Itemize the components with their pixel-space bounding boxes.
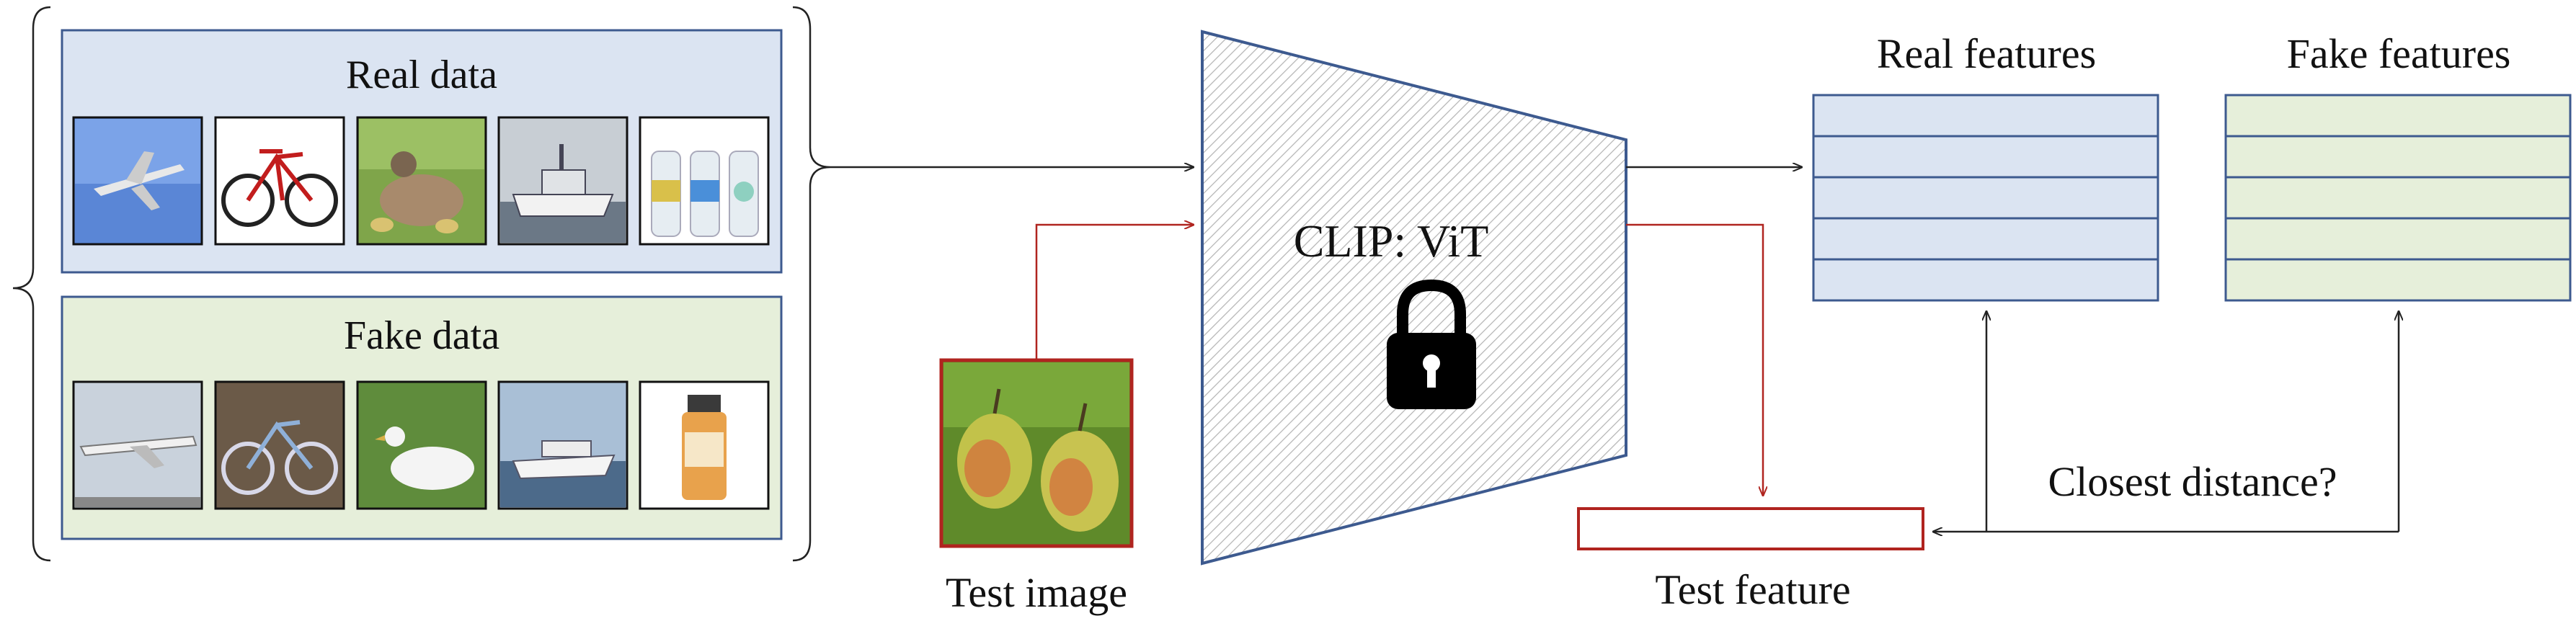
test-image bbox=[939, 358, 1134, 548]
fake-image-yacht bbox=[497, 380, 629, 510]
real-data-title: Real data bbox=[346, 53, 497, 97]
test-image-label: Test image bbox=[946, 569, 1127, 616]
fake-features-stack bbox=[2224, 94, 2572, 302]
fake-image-bicycle bbox=[214, 380, 345, 510]
left-brace bbox=[12, 6, 51, 562]
real-features-stack bbox=[1812, 94, 2159, 302]
test-image-to-model-arrow bbox=[1035, 225, 1194, 360]
closest-distance-label: Closest distance? bbox=[2048, 458, 2337, 505]
fake-data-panel: Fake data bbox=[61, 295, 783, 540]
clip-encoder bbox=[1201, 30, 1627, 566]
right-brace bbox=[792, 6, 831, 562]
real-image-boat bbox=[497, 116, 629, 246]
model-to-test-feature-arrow bbox=[1626, 223, 1763, 496]
real-image-bottles bbox=[639, 116, 770, 246]
real-image-bicycle bbox=[214, 116, 345, 246]
fake-data-title: Fake data bbox=[344, 313, 499, 358]
real-image-airplane bbox=[72, 116, 203, 246]
fake-image-airplane bbox=[72, 380, 203, 510]
test-feature-label: Test feature bbox=[1655, 566, 1850, 613]
fake-features-label: Fake features bbox=[2287, 30, 2511, 77]
model-label: CLIP: ViT bbox=[1294, 215, 1489, 267]
test-feature-bar bbox=[1577, 507, 1924, 550]
real-features-label: Real features bbox=[1877, 30, 2096, 77]
real-data-panel: Real data bbox=[61, 29, 783, 274]
fake-image-bird bbox=[356, 380, 487, 510]
lock-icon bbox=[1387, 279, 1476, 409]
fake-image-bottle bbox=[639, 380, 770, 510]
real-image-duck bbox=[356, 116, 487, 246]
